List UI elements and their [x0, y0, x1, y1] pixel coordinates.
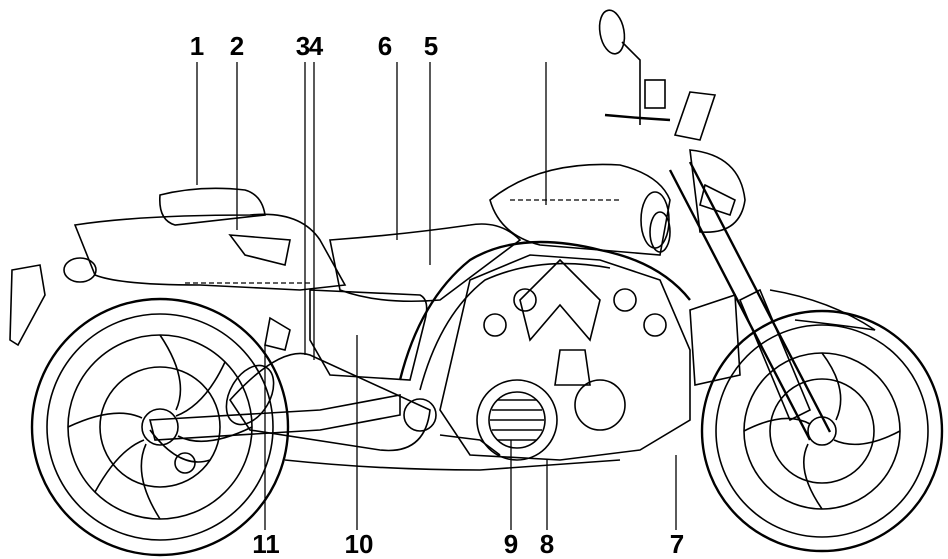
swingarm: [148, 394, 401, 474]
rear-wheel: [30, 297, 290, 557]
callout-6: 6: [378, 31, 392, 61]
front-fork: [668, 161, 876, 441]
radiator: [689, 293, 741, 386]
callout-4: 4: [309, 31, 324, 61]
frame: [398, 240, 691, 391]
seat: [158, 187, 522, 303]
callout-2: 2: [230, 31, 244, 61]
engine: [403, 254, 691, 461]
callout-labels: 1 2 3 4 5 6 7 8 9 10 11: [190, 31, 684, 559]
callout-11: 11: [252, 529, 280, 559]
leader-lines: [196, 62, 677, 530]
handlebar-mirror: [598, 9, 717, 141]
footpeg: [264, 316, 501, 456]
front-wheel: [700, 309, 944, 553]
callout-9: 9: [504, 529, 518, 559]
rear-body: [9, 213, 347, 347]
exhaust: [225, 352, 621, 471]
fuel-tank: [489, 163, 671, 256]
callout-1: 1: [190, 31, 204, 61]
side-cover: [309, 289, 428, 381]
callout-8: 8: [540, 529, 554, 559]
callout-3: 3: [296, 31, 310, 61]
callout-5: 5: [424, 31, 438, 61]
callout-10: 10: [345, 529, 374, 559]
headlight: [689, 149, 746, 233]
callout-7: 7: [670, 529, 684, 559]
